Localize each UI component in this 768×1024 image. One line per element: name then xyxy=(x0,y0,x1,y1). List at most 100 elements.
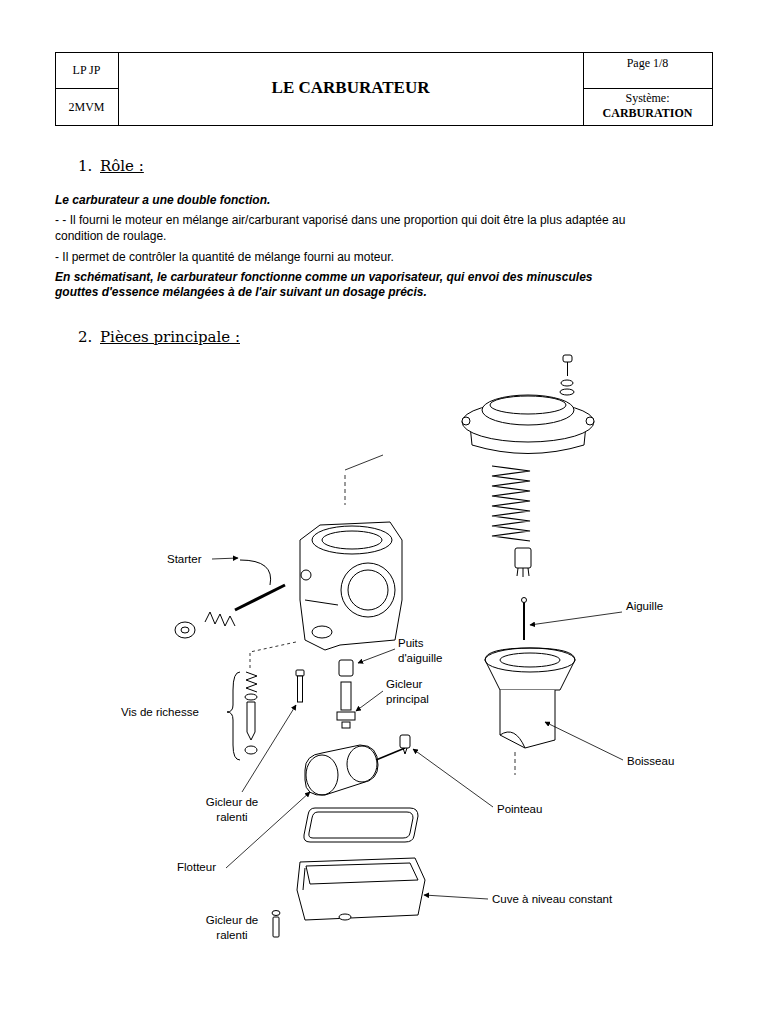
starter-assembly xyxy=(235,585,285,610)
slide xyxy=(485,648,575,748)
float-bowl xyxy=(339,914,351,920)
cover-cap xyxy=(490,396,566,414)
leader-lines xyxy=(212,558,238,559)
guide-lines xyxy=(250,455,515,775)
float xyxy=(347,746,377,782)
part-label: Vis de richesse xyxy=(121,705,199,720)
starter-assembly xyxy=(175,560,285,638)
carburetor-body xyxy=(348,570,388,610)
leader-lines xyxy=(413,749,493,807)
header-cell: Page 1/8 xyxy=(583,56,712,70)
mixture-screw-parts xyxy=(245,694,257,700)
header-table xyxy=(118,52,119,125)
slide xyxy=(485,648,575,672)
slide xyxy=(500,732,525,748)
leader-lines xyxy=(424,895,488,899)
part-label: Boisseau xyxy=(627,754,674,769)
cover-cap xyxy=(586,417,594,425)
needle-holder xyxy=(523,568,524,577)
header-table xyxy=(56,53,713,126)
body-text: - - Il fourni le moteur en mélange air/c… xyxy=(55,212,675,244)
needle-holder xyxy=(515,548,531,577)
emphasis-text: En schématisant, le carburateur fonction… xyxy=(55,270,635,300)
carburetor-body xyxy=(312,626,332,638)
part-label: Aiguille xyxy=(626,599,663,614)
slide xyxy=(500,653,560,667)
page-title: LE CARBURATEUR xyxy=(118,78,583,98)
needle xyxy=(522,598,527,603)
header-cell: LP JP xyxy=(55,63,118,77)
jets xyxy=(339,660,353,676)
guide-lines xyxy=(345,475,346,505)
float xyxy=(376,748,405,760)
section-heading: Pièces principale : xyxy=(100,328,240,346)
leader-lines xyxy=(545,722,623,760)
carburetor-body xyxy=(300,522,402,650)
part-label: Cuve à niveau constant xyxy=(492,892,612,907)
carburetor-body xyxy=(301,570,311,580)
starter-assembly xyxy=(175,622,195,638)
part-label: Pointeau xyxy=(497,802,542,817)
jets xyxy=(341,682,351,710)
jets xyxy=(296,670,304,676)
part-label: Starter xyxy=(167,552,202,567)
guide-lines xyxy=(250,642,296,668)
leader-lines xyxy=(358,649,395,663)
needle xyxy=(522,598,527,641)
section-number: 2. xyxy=(78,328,92,346)
idle-jet-screw xyxy=(273,917,279,937)
guide-lines xyxy=(515,752,516,775)
jets xyxy=(296,660,355,728)
mixture-screw-parts xyxy=(227,672,257,760)
gasket xyxy=(304,808,418,842)
mixture-screw-parts xyxy=(245,746,257,754)
cover-cap xyxy=(563,355,572,362)
carburetor-body xyxy=(341,563,395,617)
cover-cap xyxy=(567,362,568,376)
carburetor-body xyxy=(300,522,402,650)
leader-lines xyxy=(242,705,296,792)
jets xyxy=(342,722,350,728)
carburetor-body xyxy=(312,526,392,554)
gasket xyxy=(309,812,413,838)
cover-cap xyxy=(561,380,573,386)
mixture-screw-parts xyxy=(247,702,255,740)
needle-holder xyxy=(515,548,531,568)
mixture-screw-parts xyxy=(246,672,257,692)
needle-holder xyxy=(517,568,518,576)
needle xyxy=(523,598,525,640)
part-label: Gicleur de ralenti xyxy=(197,795,267,825)
slide xyxy=(500,690,555,748)
leader-lines xyxy=(212,558,623,899)
header-table xyxy=(55,88,118,89)
section-number: 1. xyxy=(78,157,92,175)
float-needle xyxy=(400,735,410,748)
jets xyxy=(337,712,355,720)
intro-text: Le carburateur a une double fonction. xyxy=(55,193,675,208)
part-label: Gicleur principal xyxy=(386,677,446,707)
header-cell: Système: xyxy=(583,91,712,105)
idle-jet-screw xyxy=(272,911,280,938)
section-heading: Rôle : xyxy=(100,157,144,175)
float-bowl xyxy=(306,863,418,884)
leader-lines xyxy=(356,691,383,711)
float xyxy=(305,745,405,795)
float-bowl xyxy=(303,868,305,890)
cover-cap xyxy=(482,395,574,425)
header-cell: 2MVM xyxy=(55,100,118,114)
gasket xyxy=(304,808,418,842)
part-label: Flotteur xyxy=(177,860,216,875)
carburetor-body xyxy=(322,531,382,549)
float xyxy=(306,755,338,795)
starter-assembly xyxy=(205,612,235,626)
starter-assembly xyxy=(240,560,271,585)
guide-lines xyxy=(345,455,383,470)
float xyxy=(305,745,378,795)
float-needle xyxy=(400,735,410,754)
slide-spring xyxy=(492,466,530,541)
body-text: - Il permet de contrôler la quantité de … xyxy=(55,249,695,265)
idle-jet-screw xyxy=(272,911,280,916)
header-cell: CARBURATION xyxy=(583,106,712,120)
jets xyxy=(298,676,303,702)
float-bowl xyxy=(297,858,425,920)
